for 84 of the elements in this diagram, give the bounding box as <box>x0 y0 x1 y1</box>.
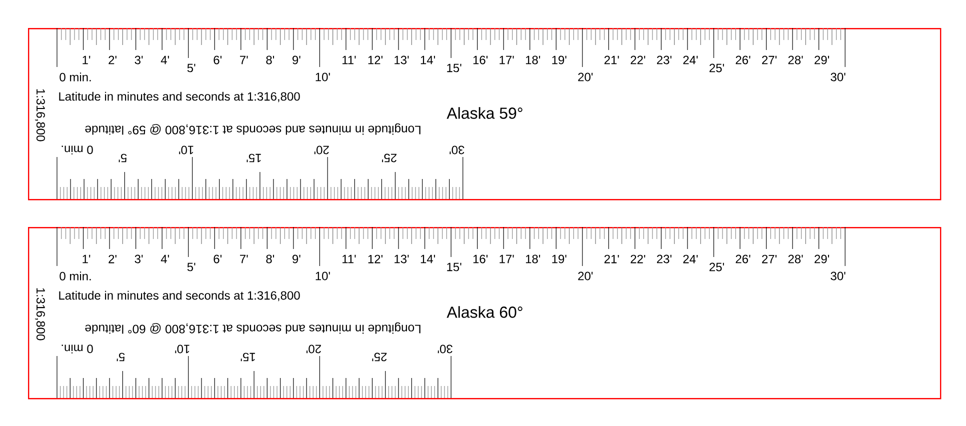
tick-label: 30' <box>830 272 846 280</box>
tick-label: 3' <box>134 254 143 264</box>
tick-label: 0 min. <box>62 146 93 154</box>
tick-label: 12' <box>368 56 382 64</box>
scale-ratio: 1:316,800 <box>35 288 45 340</box>
tick-label: 5' <box>116 352 125 362</box>
tick-label: 0 min. <box>60 72 91 82</box>
tick-label: 8' <box>266 254 274 264</box>
tick-label: 10' <box>316 272 330 280</box>
tick-label: 2' <box>108 56 116 64</box>
tick-label: 0 min. <box>60 272 91 280</box>
tick-label: 17' <box>500 254 514 264</box>
tick-label: 26' <box>736 56 750 64</box>
tick-label: 30' <box>450 146 464 154</box>
tick-label: 10' <box>175 344 190 354</box>
tick-label: 10' <box>316 72 330 82</box>
tick-label: 24' <box>683 254 698 264</box>
tick-label: 2' <box>108 254 116 264</box>
tick-label: 22' <box>630 254 646 264</box>
tick-label: 13' <box>394 254 409 264</box>
tick-label: 15' <box>240 352 255 362</box>
tick-label: 20' <box>306 344 321 354</box>
tick-label: 30' <box>438 344 452 354</box>
tick-label: 10' <box>179 146 194 154</box>
tick-label: 29' <box>814 254 830 264</box>
tick-label: 5' <box>187 64 196 72</box>
tick-label: 15' <box>447 64 462 72</box>
tick-label: 14' <box>420 56 435 64</box>
tick-label: 27' <box>762 254 777 264</box>
tick-label: 4' <box>160 254 169 264</box>
tick-label: 29' <box>814 56 830 64</box>
tick-label: 13' <box>394 56 409 64</box>
tick-label: 25' <box>710 262 724 272</box>
tick-label: 16' <box>473 56 488 64</box>
tick-label: 8' <box>266 56 274 64</box>
tick-label: 5' <box>187 262 196 272</box>
tick-label: 16' <box>473 254 488 264</box>
tick-label: 27' <box>762 56 777 64</box>
tick-label: 26' <box>736 254 750 264</box>
tick-label: 23' <box>657 254 672 264</box>
tick-label: 20' <box>314 146 329 154</box>
tick-label: 22' <box>630 56 646 64</box>
tick-label: 6' <box>214 56 222 64</box>
tick-label: 5' <box>118 154 127 162</box>
tick-label: 0 min. <box>62 344 93 354</box>
title: Alaska 60° <box>446 306 522 318</box>
tick-label: 1' <box>82 56 90 64</box>
tick-label: 19' <box>552 254 566 264</box>
tick-label: 19' <box>552 56 566 64</box>
tick-label: 18' <box>526 254 540 264</box>
tick-label: 3' <box>134 56 143 64</box>
scale-caption: Latitude in minutes and seconds at 1:316,800 <box>59 290 300 302</box>
tick-label: 25' <box>382 154 396 162</box>
tick-label: 9' <box>292 56 300 64</box>
tick-label: 7' <box>240 56 248 64</box>
tick-label: 1' <box>82 254 90 264</box>
tick-label: 25' <box>710 64 724 72</box>
tick-label: 20' <box>578 272 593 280</box>
tick-label: 23' <box>657 56 672 64</box>
tick-label: 15' <box>447 262 462 272</box>
tick-label: 20' <box>578 72 593 82</box>
tick-label: 7' <box>240 254 248 264</box>
tick-label: 18' <box>526 56 540 64</box>
tick-label: 6' <box>214 254 222 264</box>
tick-label: 11' <box>342 56 356 64</box>
tick-label: 17' <box>500 56 514 64</box>
tick-label: 9' <box>292 254 300 264</box>
tick-label: 21' <box>604 56 619 64</box>
tick-label: 24' <box>683 56 698 64</box>
tick-label: 30' <box>830 72 846 82</box>
scale-caption: Longitude in minutes and seconds at 1:316,800 @ 59° latitude <box>85 123 420 135</box>
tick-label: 11' <box>342 254 356 264</box>
scale-caption: Latitude in minutes and seconds at 1:316,800 <box>59 92 300 102</box>
title: Alaska 59° <box>446 107 522 119</box>
tick-label: 14' <box>420 254 435 264</box>
scale-ratio: 1:316,800 <box>35 89 45 142</box>
tick-label: 28' <box>788 254 803 264</box>
tick-label: 15' <box>246 154 261 162</box>
scale-caption: Longitude in minutes and seconds at 1:316,800 @ 60° latitude <box>85 322 420 334</box>
tick-label: 21' <box>604 254 619 264</box>
tick-label: 12' <box>368 254 382 264</box>
tick-label: 4' <box>160 56 169 64</box>
tick-label: 25' <box>372 352 387 362</box>
tick-label: 28' <box>788 56 803 64</box>
